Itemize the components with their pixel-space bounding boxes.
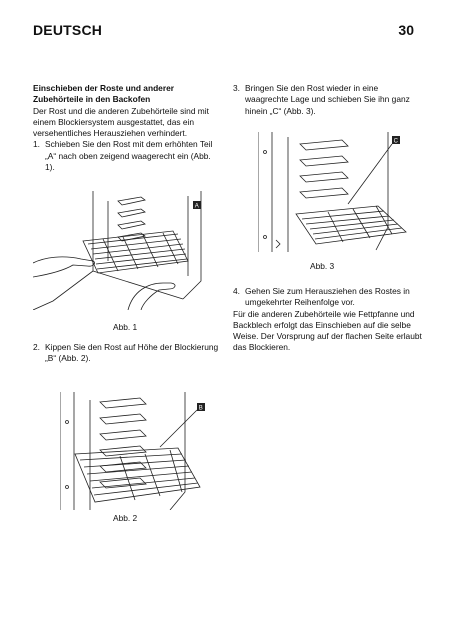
step-2-number: 2. bbox=[33, 342, 40, 352]
figure-1-label: A bbox=[195, 204, 199, 210]
intro-paragraph: Der Rost und die anderen Zubehörteile si… bbox=[33, 105, 209, 139]
section-heading-line1: Einschieben der Roste und anderer bbox=[33, 83, 175, 93]
figure-3-caption: Abb. 3 bbox=[310, 261, 335, 271]
step-4-text: Gehen Sie zum Herausziehen des Rostes in… bbox=[245, 286, 410, 308]
step-1-number: 1. bbox=[33, 139, 40, 150]
step-1: 1. Schieben Sie den Rost mit dem erhöhte… bbox=[33, 139, 221, 173]
step-3: 3. Bringen Sie den Rost wieder in eine w… bbox=[233, 83, 423, 117]
section-heading-line2: Zubehörteile in den Backofen bbox=[33, 94, 151, 105]
step-3-number: 3. bbox=[233, 83, 240, 93]
left-column: Einschieben der Roste und anderer Zubehö… bbox=[33, 83, 221, 173]
figure-2-label: B bbox=[199, 406, 203, 412]
figure-3-illustration: C bbox=[258, 132, 408, 252]
outro-paragraph: Für die anderen Zubehörteile wie Fettpfa… bbox=[233, 308, 422, 353]
page-number: 30 bbox=[398, 22, 414, 38]
step-4: 4. Gehen Sie zum Herausziehen des Rostes… bbox=[233, 286, 423, 309]
document-language: DEUTSCH bbox=[33, 22, 103, 38]
step-4-number: 4. bbox=[233, 286, 240, 296]
step-3-text: Bringen Sie den Rost wieder in eine waag… bbox=[245, 83, 410, 116]
figure-2-illustration: B bbox=[60, 392, 210, 510]
step-1-text: Schieben Sie den Rost mit dem erhöhten T… bbox=[45, 139, 213, 173]
step-2: 2. Kippen Sie den Rost auf Höhe der Bloc… bbox=[33, 342, 221, 365]
figure-1-illustration: A bbox=[33, 191, 221, 310]
right-lower-text: 4. Gehen Sie zum Herausziehen des Rostes… bbox=[233, 286, 423, 354]
step-2-text: Kippen Sie den Rost auf Höhe der Blockie… bbox=[45, 342, 219, 364]
figure-1-caption: Abb. 1 bbox=[113, 322, 138, 332]
figure-2-caption: Abb. 2 bbox=[113, 513, 138, 523]
figure-3-label: C bbox=[394, 139, 399, 145]
